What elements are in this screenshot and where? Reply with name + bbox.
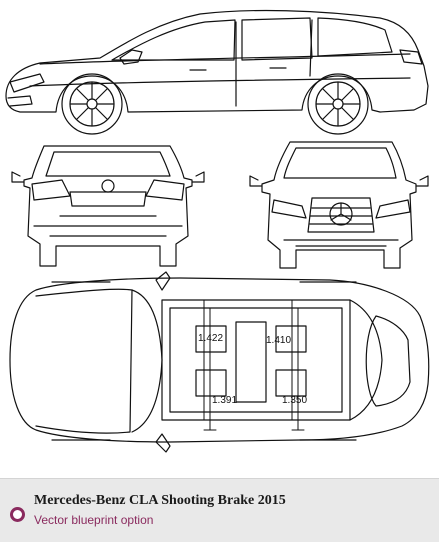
side-view bbox=[5, 9, 429, 135]
dimension-label-3: 1.391 bbox=[212, 395, 237, 406]
dimension-label-1: 1.422 bbox=[198, 333, 223, 344]
rear-view bbox=[11, 145, 205, 267]
caption-bar: Mercedes-Benz CLA Shooting Brake 2015 Ve… bbox=[0, 478, 439, 542]
front-view bbox=[249, 141, 429, 269]
top-view bbox=[9, 271, 430, 453]
dimension-labels: 1.422 1.410 1.391 1.350 bbox=[198, 333, 307, 406]
ring-bullet-icon bbox=[10, 507, 25, 522]
caption-title: Mercedes-Benz CLA Shooting Brake 2015 bbox=[34, 493, 286, 508]
blueprint-drawing: 1.422 1.410 1.391 1.350 bbox=[5, 9, 430, 453]
dimension-label-4: 1.350 bbox=[282, 395, 307, 406]
dimension-label-2: 1.410 bbox=[266, 335, 291, 346]
dimension-lines bbox=[197, 299, 305, 431]
caption-subtitle: Vector blueprint option bbox=[34, 513, 154, 527]
